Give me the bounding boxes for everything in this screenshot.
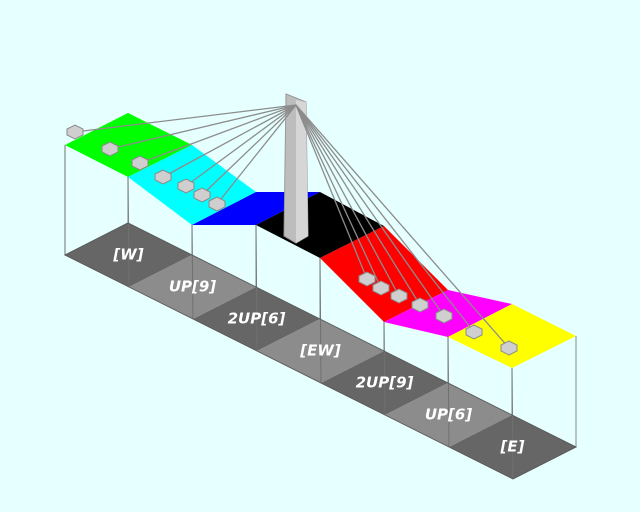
cable-anchor-block [131,155,149,171]
support-post [319,257,322,384]
segment-label-2up6: 2UP[6] [228,310,286,328]
stay-cable [74,104,297,133]
label-layer: [W] UP[9] 2UP[6] [EW] 2UP[9] UP[6] [E] [112,246,524,456]
segment-label-e: [E] [500,438,525,456]
cable-anchor-block [66,124,84,140]
stay-cable [295,104,421,306]
ground-outline [63,222,578,480]
cable-anchor-block [411,297,429,313]
stay-cable [295,104,368,280]
cable-anchor-block [154,169,172,185]
posts-front [63,145,578,480]
support-post [511,367,514,480]
stay-cable [295,104,475,333]
cable-anchor-block [358,271,376,287]
stay-cable [295,104,400,297]
deck-segment [448,304,576,368]
support-post [191,224,194,320]
stay-cable [201,104,297,196]
stay-cable [295,104,510,349]
segment-label-w: [W] [112,246,143,264]
stay-cable [295,104,445,317]
segment-label-up6: UP[6] [425,406,472,424]
stay-cable [139,104,297,164]
cable-anchor-block [435,308,453,324]
cable-anchor-block [193,187,211,203]
support-post [255,224,258,352]
weight-layer [66,124,518,356]
stay-cable [109,104,297,150]
segment-label-ew: [EW] [299,342,341,360]
tower-layer [283,93,309,244]
support-post [127,176,130,288]
cable-anchor-block [500,340,518,356]
stay-cable [216,104,297,205]
cable-anchor-block [390,288,408,304]
cable-anchor-block [101,141,119,157]
cable-anchor-block [465,324,483,340]
stay-cable [295,104,382,289]
tower-face [296,100,308,243]
segment-label-up9: UP[9] [169,278,216,296]
stay-cable [162,104,297,178]
cable-anchor-block [372,280,390,296]
support-post [447,336,450,448]
segment-label-2up9: 2UP[9] [356,374,414,392]
cable-anchor-block [208,196,226,212]
support-post [383,321,386,416]
cable-anchor-block [177,178,195,194]
cable-layer [74,104,510,349]
stay-cable [185,104,297,187]
